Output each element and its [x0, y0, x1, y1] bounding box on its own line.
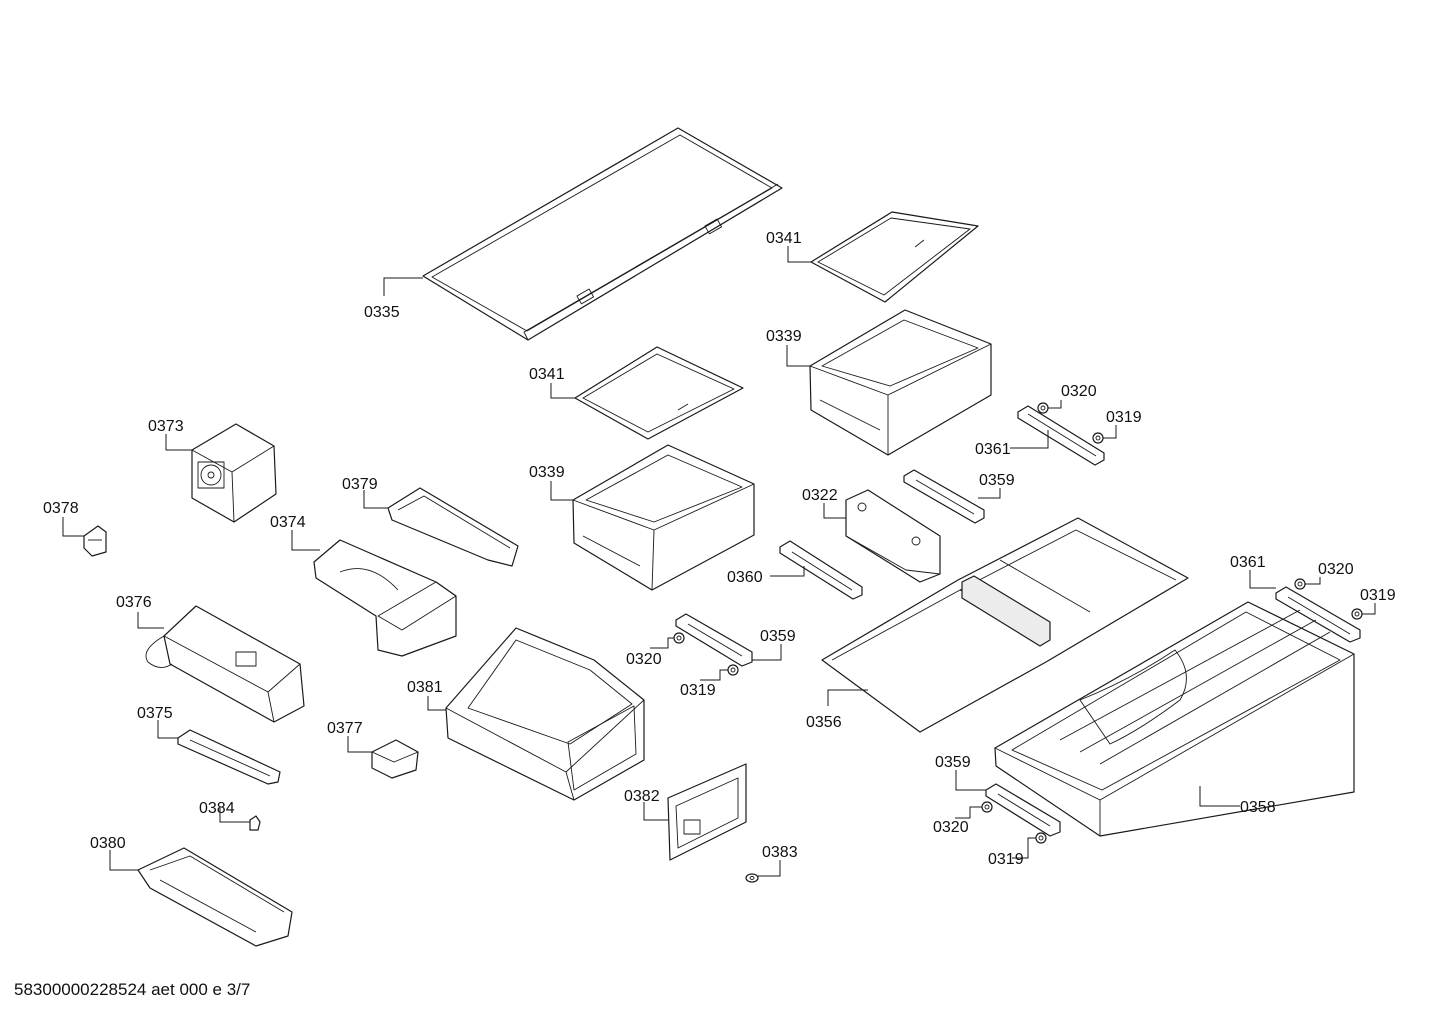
- callout-0319-bottom: 0319: [988, 851, 1024, 868]
- part-0319-nut-middle: [727, 664, 739, 676]
- callout-0361-r1: 0361: [975, 441, 1011, 458]
- part-0361-rail-upper: [1017, 405, 1105, 466]
- part-0379-duct: [387, 487, 519, 567]
- callout-0375: 0375: [137, 705, 173, 722]
- callout-0339-upper: 0339: [766, 328, 802, 345]
- part-0339-lower-drawer: [572, 444, 755, 591]
- callout-labels: 0335 0341 0339 0341 0339 0320 0319 0361 …: [43, 230, 1396, 868]
- part-0373-fan-unit: [191, 423, 277, 523]
- part-0319-nut-lower: [1351, 608, 1363, 620]
- callout-0380: 0380: [90, 835, 126, 852]
- callout-0359-r1: 0359: [979, 472, 1015, 489]
- part-0335-glass-shelf: [422, 127, 783, 341]
- callout-0339-lower: 0339: [529, 464, 565, 481]
- callout-0384: 0384: [199, 800, 235, 817]
- callout-0360: 0360: [727, 569, 763, 586]
- part-0356-shelf: [821, 517, 1189, 733]
- part-0339-upper-drawer: [809, 309, 992, 456]
- part-0381-frame: [445, 627, 645, 801]
- part-0359-rail-middle: [675, 613, 753, 667]
- callout-0382: 0382: [624, 788, 660, 805]
- callout-0373: 0373: [148, 418, 184, 435]
- part-0374-housing: [313, 539, 457, 657]
- part-0380-cover: [137, 847, 293, 947]
- part-0319-nut-bottom: [1035, 832, 1047, 844]
- part-0382-panel: [667, 763, 747, 861]
- callout-0335: 0335: [364, 304, 400, 321]
- part-0377-connector: [371, 739, 419, 779]
- callout-0341-lower: 0341: [529, 366, 565, 383]
- callout-0374: 0374: [270, 514, 306, 531]
- part-0319-nut-upper: [1092, 432, 1104, 444]
- callout-0361-r2: 0361: [1230, 554, 1266, 571]
- document-id-footer: 58300000228524 aet 000 e 3/7: [14, 980, 251, 999]
- callout-0320-r1: 0320: [1061, 383, 1097, 400]
- part-0376-evaporator-assembly: [145, 605, 305, 723]
- part-0378-clip: [83, 525, 107, 557]
- callout-0358: 0358: [1240, 799, 1276, 816]
- part-0320-nut-upper: [1037, 402, 1049, 414]
- part-0358-crisper-tray: [994, 601, 1355, 837]
- leader-lines: [62, 246, 1376, 877]
- part-0361-rail-lower: [1275, 586, 1361, 643]
- callout-0356: 0356: [806, 714, 842, 731]
- part-0320-nut-bottom: [981, 801, 993, 813]
- callout-0376: 0376: [116, 594, 152, 611]
- part-0384-screw: [249, 815, 261, 831]
- callout-0319-r2: 0319: [1360, 587, 1396, 604]
- callout-0319-r1: 0319: [1106, 409, 1142, 426]
- callout-0381: 0381: [407, 679, 443, 696]
- callout-0359-bottom: 0359: [935, 754, 971, 771]
- callout-0383: 0383: [762, 844, 798, 861]
- callout-0359-middle: 0359: [760, 628, 796, 645]
- callout-0320-bottom: 0320: [933, 819, 969, 836]
- part-0322-bracket: [845, 489, 941, 583]
- callout-0341-upper: 0341: [766, 230, 802, 247]
- part-0360-rail: [779, 540, 863, 600]
- callout-0319-middle: 0319: [680, 682, 716, 699]
- callout-0320-middle: 0320: [626, 651, 662, 668]
- part-0341-upper-cover: [810, 211, 979, 303]
- callout-0378: 0378: [43, 500, 79, 517]
- part-0320-nut-lower: [1294, 578, 1306, 590]
- callout-0322: 0322: [802, 487, 838, 504]
- callout-0320-r2: 0320: [1318, 561, 1354, 578]
- part-0359-rail-upper: [903, 469, 985, 524]
- part-0320-nut-middle: [673, 632, 685, 644]
- callout-0377: 0377: [327, 720, 363, 737]
- part-0341-lower-cover: [574, 346, 744, 440]
- part-0375-rail: [177, 729, 281, 785]
- callout-0379: 0379: [342, 476, 378, 493]
- part-0359-rail-bottom: [985, 783, 1061, 837]
- part-0383-washer: [745, 873, 759, 883]
